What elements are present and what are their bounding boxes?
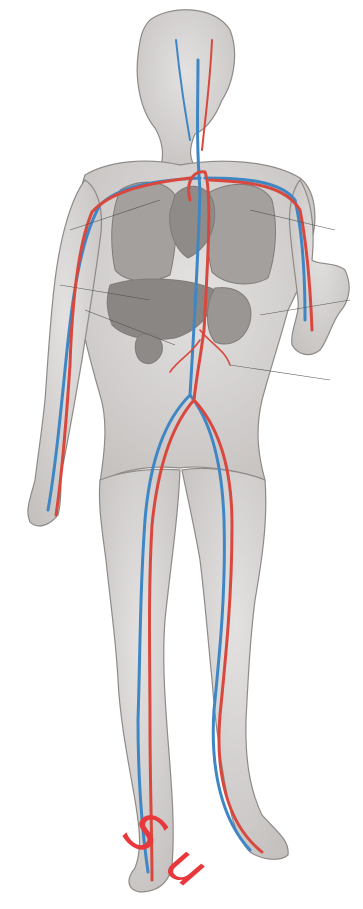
head — [137, 10, 234, 168]
right-leg — [182, 468, 288, 859]
kidney — [135, 334, 162, 364]
body-silhouette — [28, 10, 349, 892]
right-lung — [207, 184, 276, 284]
left-lung — [112, 182, 177, 281]
